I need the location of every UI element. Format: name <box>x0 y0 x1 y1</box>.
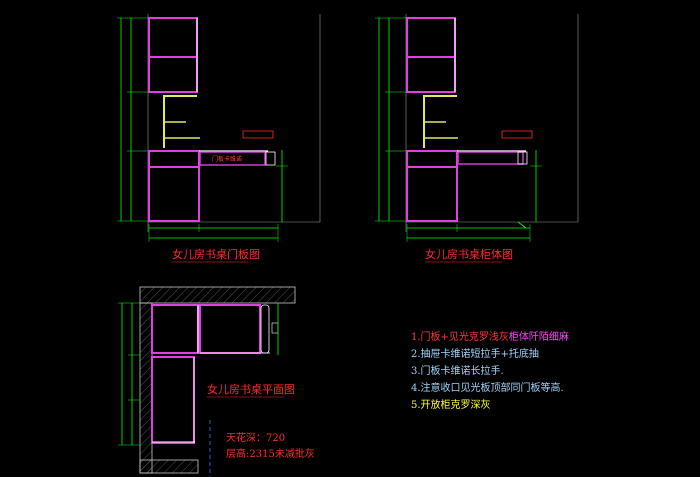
desk-end-panel <box>265 151 276 166</box>
plan-desk <box>199 304 261 354</box>
drawer-label: 门板卡维诺 <box>212 155 242 163</box>
lower-cabinet <box>148 150 200 222</box>
desk-drawer <box>199 151 266 166</box>
plan-cabinet-upper <box>151 304 199 354</box>
note-5: 5.开放柜克罗深灰 <box>411 398 491 411</box>
caption-cabinet-elevation: 女儿房书桌柜体图 <box>425 247 513 261</box>
lower-cabinet-body <box>406 150 458 222</box>
note-3: 3.门板卡维诺长拉手. <box>411 364 504 377</box>
plan-cabinet-lower <box>151 356 195 444</box>
upper-cabinet <box>148 17 198 93</box>
door-elevation-view: 门板卡维诺 <box>117 14 321 242</box>
cabinet-elevation-view <box>375 14 579 242</box>
caption-plan: 女儿房书桌平面图 <box>207 382 295 396</box>
spec-notes: 1.门板+见光克罗浅灰柜体阡陌细麻 2.抽屉卡维诺短拉手+托底抽 3.门板卡维诺… <box>411 330 569 411</box>
plan-desk-end <box>260 304 270 354</box>
note-2: 2.抽屉卡维诺短拉手+托底抽 <box>411 347 539 360</box>
note-1: 1.门板+见光克罗浅灰柜体阡陌细麻 <box>411 330 569 343</box>
note-1-part-a: 1.门板+见光克罗浅灰 <box>411 330 509 343</box>
upper-cabinet-body <box>406 17 456 93</box>
drawer-body <box>457 151 524 165</box>
red-tag <box>242 130 274 139</box>
plan-wall-left <box>139 302 153 474</box>
caption-door-elevation: 女儿房书桌门板图 <box>172 247 260 261</box>
note-1-part-b: 柜体阡陌细麻 <box>509 330 569 343</box>
ceiling-depth-note: 天花深：720 <box>226 431 285 444</box>
plan-view <box>118 286 296 477</box>
floor-height-note: 层高:2315未减批灰 <box>226 447 315 460</box>
plan-wall-top <box>139 286 296 304</box>
note-4: 4.注意收口见光板顶部同门板等高. <box>411 381 564 394</box>
